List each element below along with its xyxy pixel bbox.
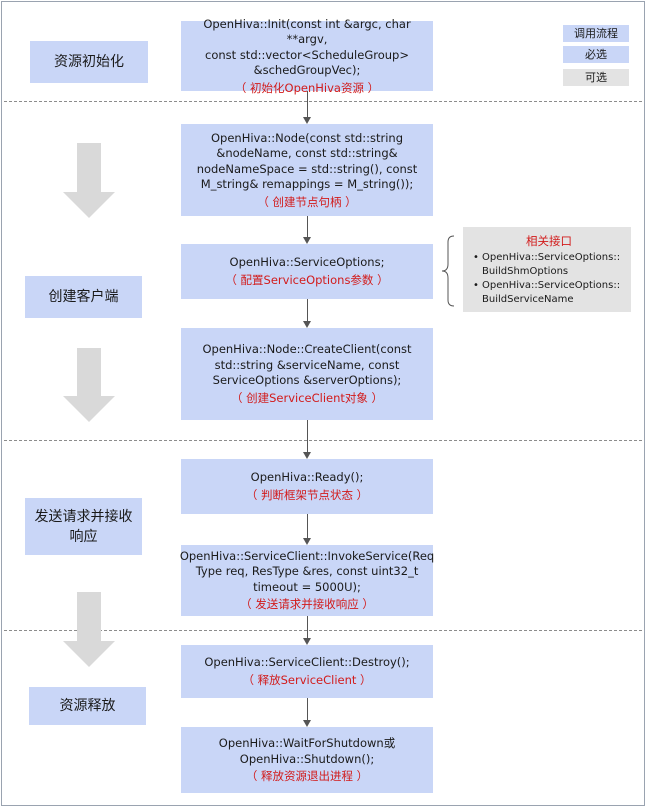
step-note: （ 创建节点句柄 ） <box>257 194 357 209</box>
step-service-options: OpenHiva::ServiceOptions; （ 配置ServiceOpt… <box>181 244 433 299</box>
flow-connector <box>307 698 308 720</box>
step-code: OpenHiva::WaitForShutdown或 OpenHiva::Shu… <box>218 736 396 766</box>
flow-connector <box>307 299 308 321</box>
flow-connector <box>307 91 308 117</box>
step-create-node: OpenHiva::Node(const std::string &nodeNa… <box>181 124 433 216</box>
stage-create-client: 创建客户端 <box>25 276 142 318</box>
legend-required: 必选 <box>563 46 629 63</box>
arrow-head-icon <box>303 538 311 545</box>
arrow-head-icon <box>303 117 311 124</box>
brace-icon <box>441 235 455 307</box>
flow-connector <box>307 216 308 237</box>
section-separator <box>4 101 642 102</box>
down-arrow-icon <box>63 143 115 218</box>
flow-connector <box>307 616 308 638</box>
step-create-client: OpenHiva::Node::CreateClient(const std::… <box>181 328 433 420</box>
arrow-head-icon <box>303 321 311 328</box>
step-note: （ 初始化OpenHiva资源 ） <box>234 80 380 95</box>
flow-connector <box>307 514 308 538</box>
step-code: OpenHiva::ServiceClient::InvokeService(R… <box>179 548 435 594</box>
arrow-head-icon <box>303 720 311 727</box>
list-item: OpenHiva::ServiceOptions::BuildServiceNa… <box>473 279 625 306</box>
step-invoke-service: OpenHiva::ServiceClient::InvokeService(R… <box>179 545 435 616</box>
stage-init: 资源初始化 <box>30 41 148 83</box>
arrow-head-icon <box>303 452 311 459</box>
step-ready: OpenHiva::Ready(); （ 判断框架节点状态 ） <box>181 459 433 514</box>
step-note: （ 创建ServiceClient对象 ） <box>230 390 384 405</box>
section-separator <box>4 440 642 441</box>
step-code: OpenHiva::ServiceOptions; <box>229 255 385 270</box>
step-note: （ 释放资源退出进程 ） <box>245 769 369 783</box>
step-code: OpenHiva::ServiceClient::Destroy(); <box>204 655 410 670</box>
step-note: （ 释放ServiceClient ） <box>242 672 372 687</box>
down-arrow-icon <box>63 348 115 422</box>
step-code: OpenHiva::Node::CreateClient(const std::… <box>202 342 412 388</box>
related-interfaces-title: 相关接口 <box>526 234 572 248</box>
arrow-head-icon <box>303 638 311 645</box>
step-code: OpenHiva::Init(const int &argc, char **a… <box>203 16 411 78</box>
stage-send-receive: 发送请求并接收响应 <box>25 498 142 555</box>
step-init: OpenHiva::Init(const int &argc, char **a… <box>181 17 433 95</box>
step-code: OpenHiva::Node(const std::string &nodeNa… <box>196 130 418 192</box>
down-arrow-icon <box>63 592 115 668</box>
step-code: OpenHiva::Ready(); <box>250 470 364 485</box>
step-shutdown: OpenHiva::WaitForShutdown或 OpenHiva::Shu… <box>181 727 433 793</box>
step-note: （ 配置ServiceOptions参数 ） <box>225 272 389 287</box>
flow-connector <box>307 420 308 452</box>
arrow-head-icon <box>303 237 311 244</box>
stage-release: 资源释放 <box>29 687 146 725</box>
related-interfaces-list: OpenHiva::ServiceOptions::BuildShmOption… <box>473 251 625 306</box>
section-separator <box>4 630 642 631</box>
step-destroy: OpenHiva::ServiceClient::Destroy(); （ 释放… <box>181 645 433 698</box>
legend-call-flow: 调用流程 <box>563 25 629 42</box>
step-note: （ 发送请求并接收响应 ） <box>240 597 374 612</box>
related-interfaces-panel: 相关接口 OpenHiva::ServiceOptions::BuildShmO… <box>463 227 631 312</box>
legend-optional: 可选 <box>563 69 629 86</box>
list-item: OpenHiva::ServiceOptions::BuildShmOption… <box>473 251 625 278</box>
step-note: （ 判断框架节点状态 ） <box>245 487 369 502</box>
